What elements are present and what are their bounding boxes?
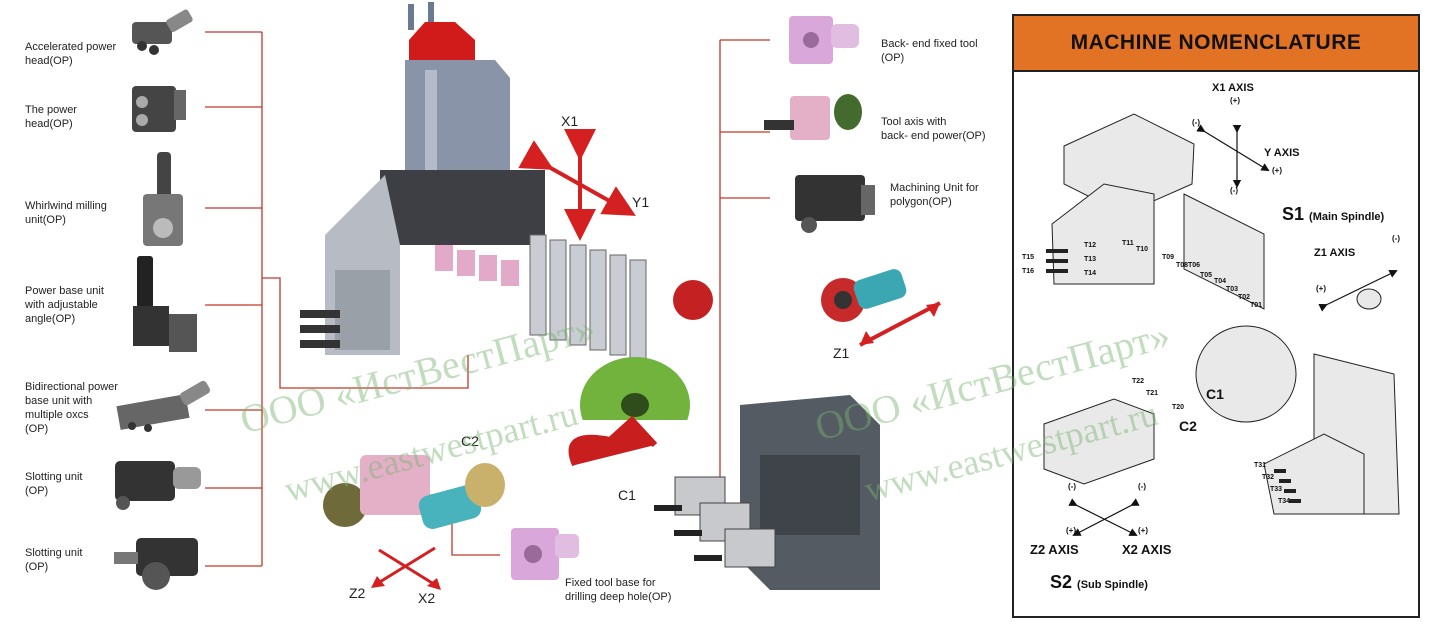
- tool-label-main-12: T03: [1226, 286, 1239, 293]
- polygon-machining-unit-icon: [795, 175, 875, 233]
- axis-z1-label: Z1: [833, 345, 850, 361]
- panel-z1-plus: (+): [1316, 284, 1326, 293]
- panel-y-axis: Y AXIS: [1264, 147, 1300, 159]
- accelerated-power-head-icon: [132, 9, 193, 55]
- z1-arrow: [859, 301, 941, 347]
- tool-label-main-5: T11: [1122, 240, 1134, 247]
- tool-label-main-9: T06: [1188, 262, 1201, 269]
- panel-x2-plus: (+): [1138, 526, 1148, 535]
- back-end-fixed-tool-icon: [789, 16, 859, 64]
- panel-y-minus: (-): [1230, 186, 1238, 195]
- panel-z2-plus: (+): [1066, 526, 1076, 535]
- panel-x2-axis: X2 AXIS: [1122, 542, 1172, 557]
- tool-label-sub-2: T33: [1270, 486, 1283, 493]
- power-base-unit-icon: [133, 256, 197, 352]
- panel-z2-axis: Z2 AXIS: [1030, 542, 1079, 557]
- panel-z1-minus: (-): [1392, 234, 1400, 243]
- label-slotting-unit-2: Slotting unit(OP): [25, 547, 83, 573]
- spindle-arrows: [518, 129, 713, 467]
- sub-turret-block-icon: [654, 395, 880, 590]
- tool-label-sub-3: T34: [1278, 498, 1291, 505]
- tool-label-main-6: T10: [1136, 246, 1149, 253]
- axis-x1-label: X1: [561, 113, 579, 129]
- panel-s1: S1 (Main Spindle): [1282, 204, 1385, 224]
- z1-spindle-sleeve-icon: [821, 269, 907, 322]
- tool-label-main-4: T14: [1084, 270, 1097, 277]
- nomenclature-diagram: [1043, 113, 1400, 536]
- turret-machine-illustration: [300, 2, 690, 420]
- tool-label-c2-0: T22: [1132, 378, 1145, 385]
- panel-c1: C1: [1206, 386, 1224, 402]
- slotting-unit-2-icon: [114, 538, 198, 590]
- tool-label-main-10: T05: [1200, 272, 1213, 279]
- tool-label-main-7: T09: [1162, 254, 1175, 261]
- tool-label-c2-1: T21: [1146, 390, 1159, 397]
- tool-label-main-0: T15: [1022, 254, 1035, 261]
- tool-label-main-13: T02: [1238, 294, 1251, 301]
- c2-tool-assembly-icon: [323, 455, 505, 529]
- tool-label-main-1: T16: [1022, 268, 1035, 275]
- whirlwind-milling-icon: [143, 152, 183, 246]
- panel-x2-minus: (-): [1138, 482, 1146, 491]
- axis-z2-label: Z2: [349, 585, 366, 601]
- slotting-unit-icon: [115, 461, 201, 510]
- tool-axis-back-end-power-icon: [764, 94, 862, 140]
- panel-y-plus: (+): [1272, 166, 1282, 175]
- panel-c2: C2: [1179, 418, 1197, 434]
- c2-x2-arrows: [371, 546, 441, 590]
- tool-label-main-8: T08: [1176, 262, 1189, 269]
- axis-c2-label: C2: [461, 433, 479, 449]
- tool-label-c2-2: T20: [1172, 404, 1185, 411]
- panel-x1-plus: (+): [1230, 96, 1240, 105]
- panel-title: MACHINE NOMENCLATURE: [1014, 16, 1418, 72]
- tool-label-sub-0: T31: [1254, 462, 1267, 469]
- fixed-tool-base-icon: [511, 528, 579, 580]
- axis-y1-label: Y1: [632, 194, 650, 210]
- tool-label-main-11: T04: [1214, 278, 1227, 285]
- tool-label-sub-1: T32: [1262, 474, 1275, 481]
- panel-x1-minus: (-): [1192, 118, 1200, 127]
- panel-x1-axis: X1 AXIS: [1212, 82, 1254, 94]
- bidirectional-power-base-icon: [116, 380, 211, 432]
- label-slotting-unit: Slotting unit(OP): [25, 471, 83, 497]
- label-back-end-fixed-tool: Back- end fixed tool(OP): [881, 38, 978, 64]
- tool-label-main-2: T12: [1084, 242, 1097, 249]
- axis-x2-label: X2: [418, 590, 436, 606]
- power-head-icon: [132, 86, 186, 132]
- panel-z2-minus: (-): [1068, 482, 1076, 491]
- tool-label-main-3: T13: [1084, 256, 1097, 263]
- panel-s2: S2 (Sub Spindle): [1050, 572, 1148, 592]
- axis-c1-label: C1: [618, 487, 636, 503]
- nomenclature-panel: MACHINE NOMENCLATURE: [1012, 14, 1420, 618]
- panel-z1-axis: Z1 AXIS: [1314, 247, 1356, 259]
- tool-label-main-14: T01: [1250, 302, 1263, 309]
